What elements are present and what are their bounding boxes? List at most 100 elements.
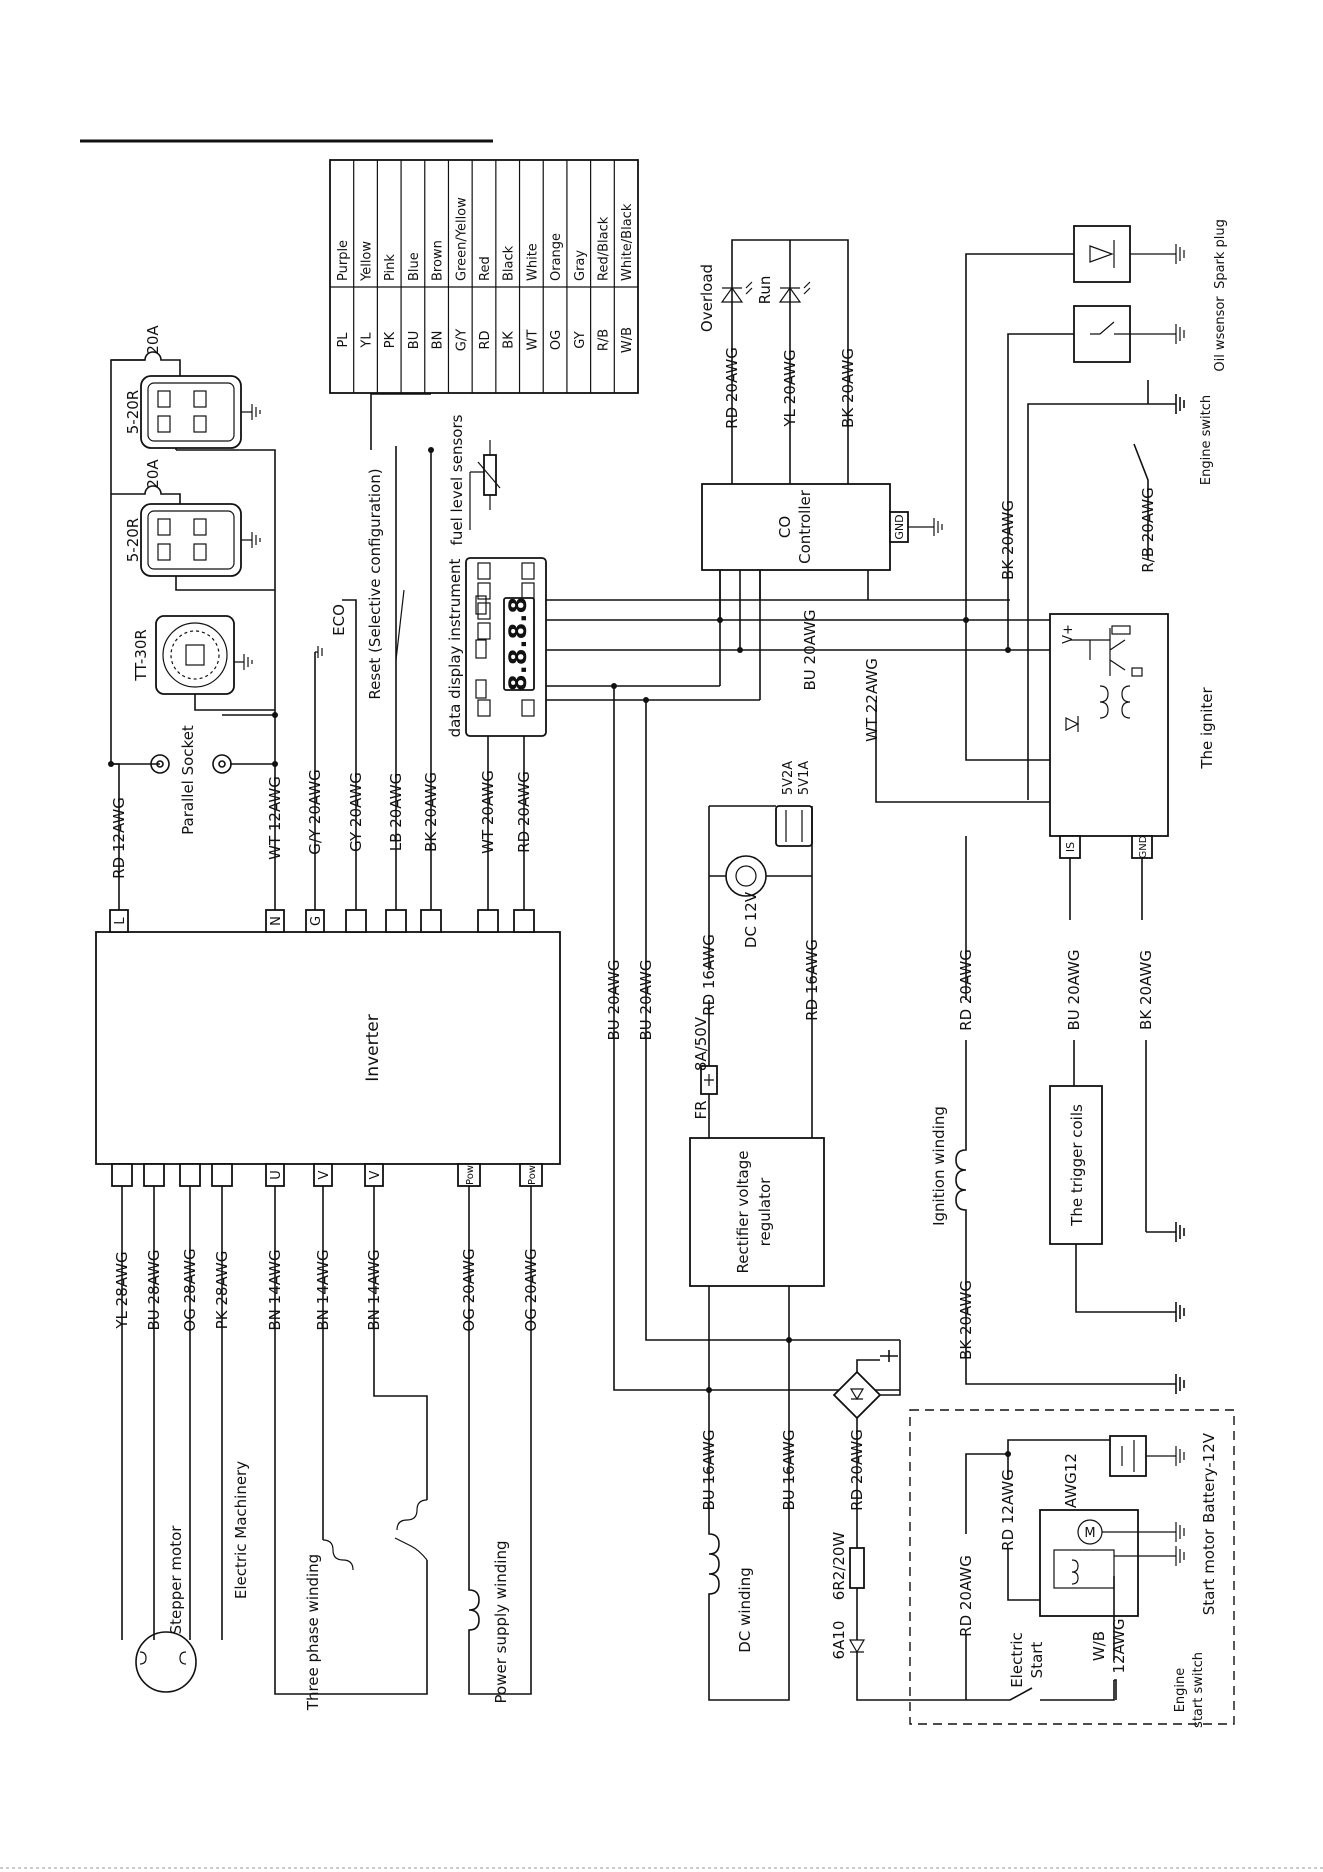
wire-label-rd12: RD 12AWG [110, 797, 128, 879]
inverter: Inverter L N G U V V Pow Pow [95, 909, 561, 1187]
legend-color-name: Red [478, 256, 493, 281]
fuse2-label: 20A [144, 459, 162, 489]
oil-sensor-label: Oil wsensor [1213, 296, 1228, 372]
socket-5-20r-2 [140, 503, 261, 577]
usb-5v1a: 5V1A [797, 761, 812, 795]
wire-label-co-yl20: YL 20AWG [781, 349, 799, 427]
legend-color-name: Orange [549, 233, 564, 281]
battery-label: Battery-12V [1200, 1432, 1218, 1523]
three-phase-label: Three phase winding [304, 1554, 322, 1711]
igniter-label: The igniter [1198, 687, 1216, 770]
inverter-label: Inverter [363, 1014, 383, 1081]
usb-5v2a: 5V2A [781, 761, 796, 795]
wire-label-bu16-b: BU 16AWG [780, 1429, 798, 1510]
wire-label-co-bk20: BK 20AWG [839, 348, 857, 428]
bridge-rectifier: RD 20AWG 6R2/20W 6A10 [830, 1340, 966, 1701]
socket-5-20r-1 [140, 375, 261, 449]
wire-label-bu28: BU 28AWG [145, 1249, 163, 1330]
wire-label-gy20: GY 20AWG [347, 772, 365, 852]
wire-label-bk20-ignw: BK 20AWG [957, 1280, 975, 1360]
diode-label: 6A10 [830, 1621, 848, 1660]
eco-label: ECO [330, 604, 348, 636]
legend-color-name: Black [502, 245, 517, 281]
legend-code: RD [478, 330, 493, 349]
electric-machinery-label: Electric Machinery [232, 1461, 250, 1599]
inverter-top-wires: RD 12AWG WT 12AWG G/Y 20AWG GY 20AWG LB … [108, 359, 533, 910]
legend-color-name: Purple [336, 240, 351, 281]
reset-label: Reset (Selective configuration) [366, 468, 384, 699]
fuel-label: fuel level sensors [448, 414, 466, 545]
parallel-socket-2 [212, 754, 232, 774]
co-label: CO [776, 516, 794, 538]
socket-tt-30r [155, 615, 253, 695]
legend-color-name: Yellow [360, 241, 375, 282]
wire-label-start-rd20: RD 20AWG [957, 1555, 975, 1637]
controller-label: Controller [796, 489, 814, 564]
legend-color-name: Red/Black [596, 216, 611, 281]
dc-12v-label: DC 12V [742, 891, 760, 948]
wire-label-rd20: RD 20AWG [515, 771, 533, 853]
ign-winding-label: Ignition winding [930, 1106, 948, 1226]
wire-label-og20-a: OG 20AWG [460, 1248, 478, 1331]
wire-label-bk20: BK 20AWG [422, 772, 440, 852]
resistor-label: 6R2/20W [830, 1532, 848, 1601]
electric-start-label-2: Start [1028, 1642, 1046, 1679]
pin-N: N [269, 916, 284, 926]
vplus-label: V+ [1061, 624, 1076, 644]
wire-label-bu20-bus: BU 20AWG [801, 609, 819, 690]
wire-label-og28: OG 28AWG [181, 1248, 199, 1331]
data-display-instrument: 8.8.8.8 [465, 557, 547, 737]
wire-label-rd20-ign: RD 20AWG [957, 949, 975, 1031]
run-label: Run [756, 276, 774, 305]
wire-label-wt12: WT 12AWG [266, 776, 284, 860]
wire-label-wb-awg: 12AWG [1110, 1619, 1128, 1674]
wire-label-bn14-v1: BN 14AWG [314, 1249, 332, 1330]
signal-bus: BU 20AWG BU 20AWG BU 20AWG WT 22AWG [546, 570, 1060, 1391]
rectifier-label-2: regulator [756, 1177, 774, 1247]
fuse-fr-rating: 8A/50V [692, 1016, 710, 1071]
display-label: data display instrument [446, 558, 464, 737]
legend-code: OG [549, 330, 564, 350]
wire-label-bu16-a: BU 16AWG [700, 1429, 718, 1510]
stepper-motor-symbol [135, 1631, 197, 1693]
legend-code: BK [502, 331, 517, 349]
legend-code: W/B [620, 327, 635, 353]
wire-label-yl28: YL 28AWG [113, 1251, 131, 1329]
legend-code: R/B [596, 329, 611, 351]
legend-code: PL [336, 332, 351, 348]
start-motor-label: Start motor [1200, 1528, 1218, 1615]
fuse-fr-label: FR [692, 1100, 710, 1119]
engine-start-switch-label-1: Engine [1173, 1668, 1188, 1713]
legend-code: YL [360, 332, 375, 349]
usb-dc-output: 5V2A 5V1A DC 12V RD 16AWG RD 16AWG FR 8A… [692, 761, 821, 1138]
trigger-coils-label: The trigger coils [1068, 1104, 1086, 1227]
legend-color-name: Gray [573, 250, 588, 281]
wire-label-wt22: WT 22AWG [863, 658, 881, 742]
rectifier-label-1: Rectifier voltage [734, 1151, 752, 1274]
motor-m-symbol: M [1084, 1526, 1095, 1541]
motor-windings: YL 28AWG BU 28AWG OG 28AWG PK 28AWG Step… [113, 1186, 540, 1711]
stepper-motor-label: Stepper motor [167, 1525, 185, 1635]
wire-label-pk28: PK 28AWG [213, 1251, 231, 1330]
co-gnd-label: GND [893, 514, 906, 539]
start-system: RD 20AWG RD 12AWG RD AWG12 Battery-12V M… [909, 1409, 1235, 1728]
legend-color-name: Blue [407, 252, 422, 281]
power-supply-winding-label: Power supply winding [492, 1541, 510, 1704]
outlets: 20A 5-20R 20A 5-20R [111, 325, 405, 835]
igniter-is-label: IS [1064, 842, 1077, 852]
wire-label-bu20-ign: BU 20AWG [1065, 949, 1083, 1030]
rectifier-voltage-regulator: Rectifier voltage regulator [689, 1137, 825, 1393]
spark-plug-label: Spark plug [1213, 219, 1228, 289]
pin-U: U [269, 1170, 284, 1180]
co-controller: CO Controller GND RD 20AWG YL 20AWG BK 2… [698, 239, 943, 653]
wire-label-co-rd20: RD 20AWG [723, 347, 741, 429]
legend-code: WT [525, 330, 540, 351]
wire-label-bn14-v2: BN 14AWG [365, 1249, 383, 1330]
wire-label-wt20: WT 20AWG [479, 770, 497, 854]
legend-code: BU [407, 331, 422, 349]
parallel-socket-label: Parallel Socket [179, 725, 197, 835]
wire-label-start-rd12: RD 12AWG [999, 1469, 1017, 1551]
legend-color-name: White/Black [620, 203, 635, 281]
fuel-level-sensor [469, 440, 501, 530]
